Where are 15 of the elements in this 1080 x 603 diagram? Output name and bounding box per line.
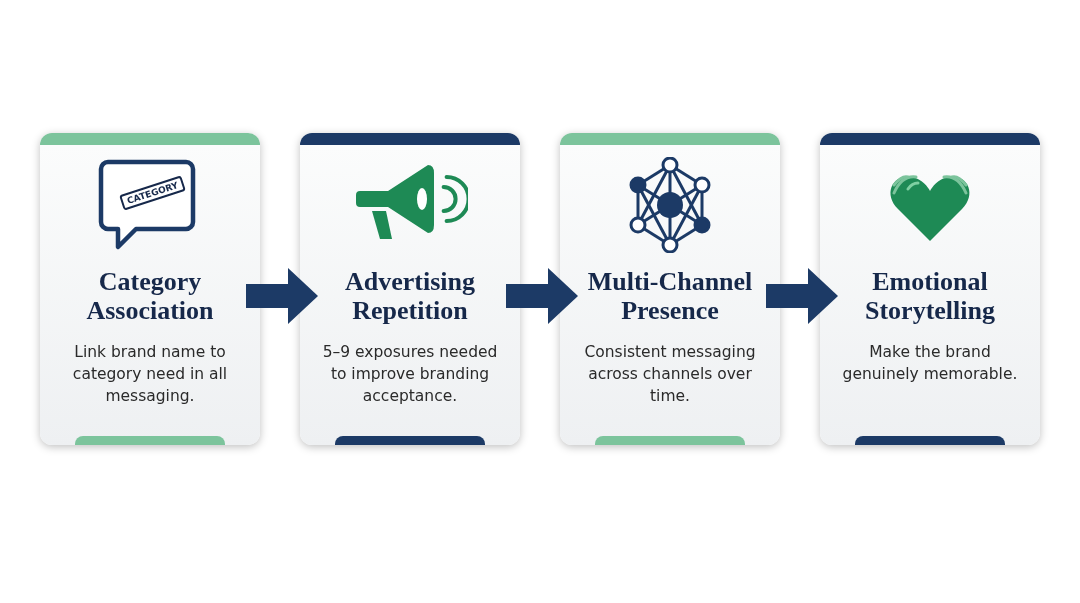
block-arrow xyxy=(766,268,838,324)
step-card xyxy=(560,133,780,445)
step-title: Emotional Storytelling xyxy=(864,267,996,325)
step-description: Consistent messaging across channels over time. xyxy=(583,342,757,407)
step-description: Link brand name to category need in all messaging. xyxy=(71,342,229,407)
step-card xyxy=(300,133,520,445)
step-description: Make the brand genuinely memorable. xyxy=(841,342,1019,385)
step-card xyxy=(40,133,260,445)
step-card xyxy=(820,133,1040,445)
block-arrow xyxy=(246,268,318,324)
step-description: 5–9 exposures needed to improve branding acceptance. xyxy=(321,342,499,407)
step-title: Category Association xyxy=(85,267,215,325)
block-arrow xyxy=(506,268,578,324)
step-title: Advertising Repetition xyxy=(344,267,476,325)
step-title: Multi-Channel Presence xyxy=(586,267,754,325)
